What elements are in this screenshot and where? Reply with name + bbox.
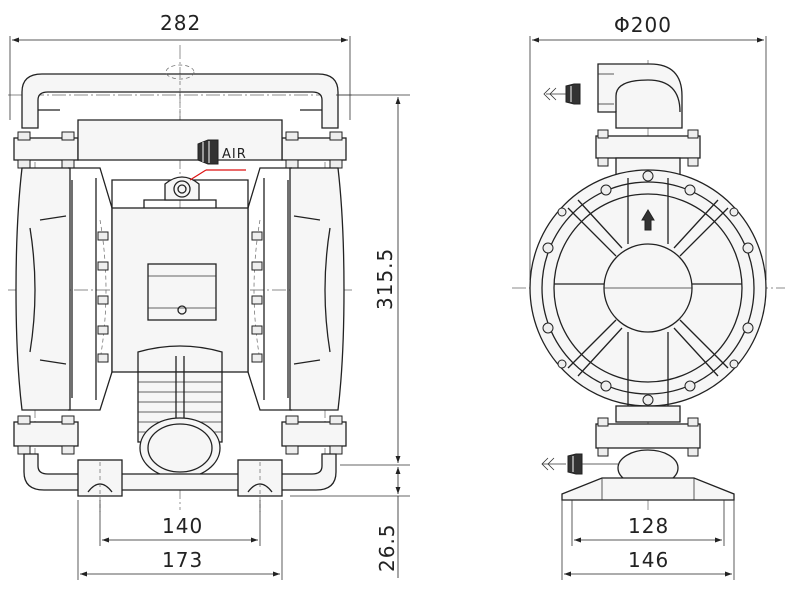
- dim-height: 315.5: [336, 94, 410, 466]
- front-view: AIR: [8, 11, 410, 580]
- diameter-label: Φ200: [614, 13, 672, 37]
- side-inlet-base: [541, 449, 735, 501]
- side-mount-outer-label: 146: [628, 548, 669, 572]
- dim-mount-inner: 140: [99, 500, 261, 546]
- side-mount-inner-label: 128: [628, 514, 669, 538]
- air-label: AIR: [222, 147, 247, 162]
- outlet-elbow: [543, 63, 683, 129]
- dim-overall-width: 282: [9, 11, 351, 120]
- mount-inner-label: 140: [162, 514, 203, 538]
- air-inlet: AIR: [164, 139, 247, 201]
- dim-mount-outer: 173: [77, 500, 283, 580]
- dim-diameter: Φ200: [529, 13, 767, 280]
- side-bottom-flange: [595, 405, 701, 457]
- base-feet: [77, 459, 283, 512]
- mount-outer-label: 173: [162, 548, 203, 572]
- dim-side-mount-outer: 146: [561, 500, 735, 580]
- center-body: [111, 199, 249, 373]
- dim-side-mount-inner: 128: [571, 500, 725, 546]
- side-view: Φ200: [512, 13, 785, 580]
- overall-width-label: 282: [160, 11, 201, 35]
- left-chamber: [15, 167, 113, 411]
- side-chamber: [529, 169, 767, 407]
- bottom-flanges: [13, 415, 347, 455]
- base-height-label: 26.5: [375, 523, 399, 572]
- height-label: 315.5: [373, 248, 397, 310]
- top-manifold: [21, 64, 339, 129]
- side-passage: [627, 178, 669, 410]
- muffler: [137, 345, 223, 479]
- right-chamber: [247, 167, 345, 411]
- dim-base-height: 26.5: [290, 467, 410, 578]
